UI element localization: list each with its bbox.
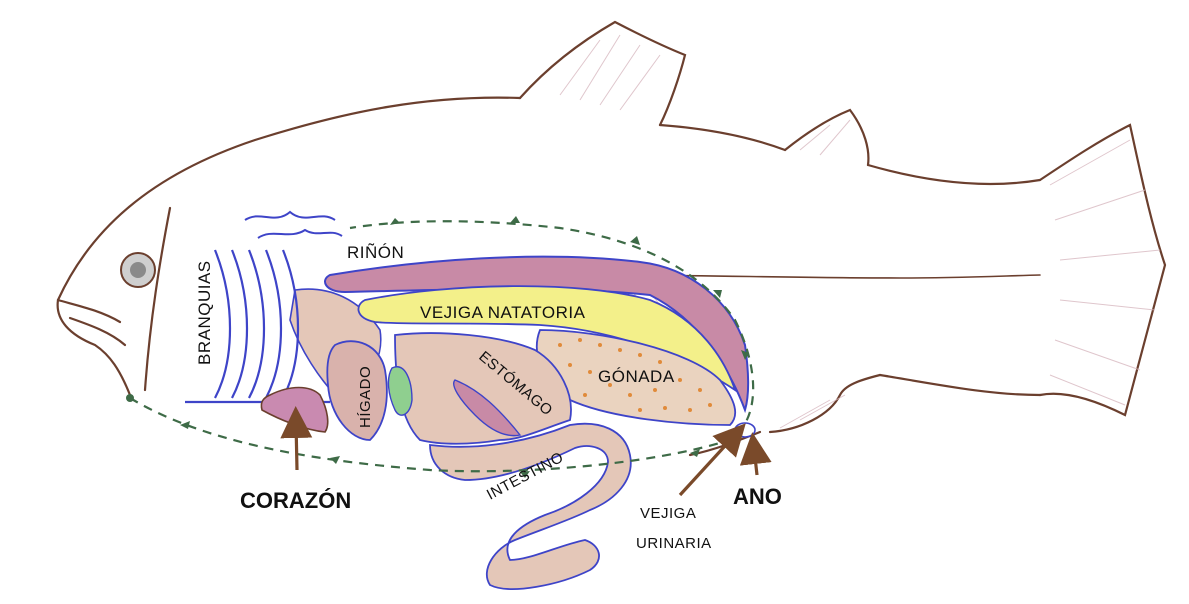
label-ano: ANO [733, 484, 782, 509]
label-branquias: BRANQUIAS [195, 260, 214, 365]
label-vejiga-urinaria-2: URINARIA [636, 535, 712, 552]
label-higado: HÍGADO [357, 366, 374, 428]
stomach [394, 332, 572, 445]
urinary-bladder [734, 422, 756, 438]
label-rinon: RIÑÓN [347, 243, 404, 262]
intestine [429, 422, 632, 590]
circulation-path [129, 220, 755, 473]
gall-bladder [387, 366, 413, 416]
liver [326, 340, 388, 441]
circulation-arrows [180, 216, 749, 478]
label-gonada: GÓNADA [598, 367, 675, 386]
fish-body-outline [56, 20, 1167, 457]
label-vejiga-natatoria: VEJIGA NATATORIA [420, 303, 586, 322]
pointer-arrows [280, 406, 772, 497]
circulation-start-dot [126, 394, 134, 402]
stomach-inner [453, 379, 522, 437]
eye [120, 252, 156, 288]
label-corazon: CORAZÓN [240, 488, 351, 513]
label-vejiga-urinaria-1: VEJIGA [640, 505, 696, 522]
